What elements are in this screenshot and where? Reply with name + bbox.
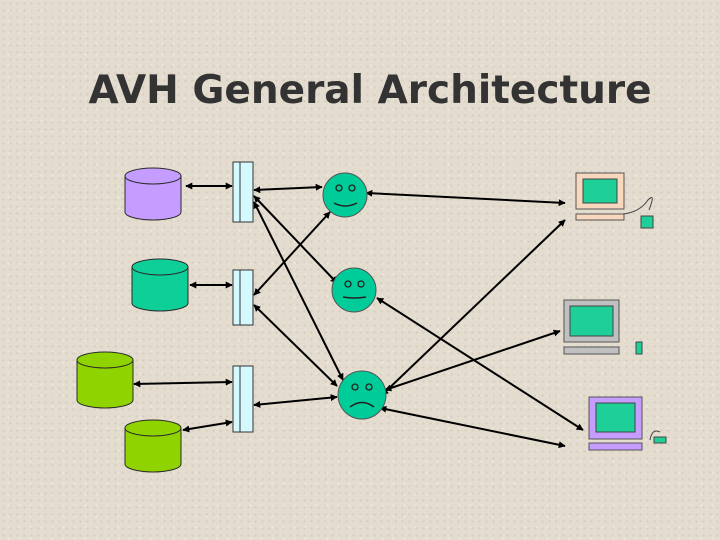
connector-gateway2-sad [253, 304, 338, 387]
neutral-face-icon [331, 267, 377, 313]
computer-icon [563, 299, 643, 355]
computer-icon [575, 172, 654, 229]
connector-happy-terminal1 [365, 189, 566, 207]
connector-db4-gateway3 [182, 419, 233, 433]
gateway-icon [232, 269, 254, 326]
connector-neutral-terminal3 [376, 297, 584, 431]
connector-gateway1-neutral [253, 195, 338, 284]
database-icon [124, 167, 182, 221]
connector-sad-terminal1 [381, 219, 566, 396]
slide-title: AVH General Architecture [88, 68, 652, 113]
connector-sad-terminal2 [384, 329, 561, 392]
connector-gateway3-sad [253, 394, 338, 408]
connectors [133, 182, 584, 449]
sad-face-icon [337, 370, 387, 420]
connector-gateway1-happy [253, 183, 323, 194]
connector-gateway2-happy [253, 211, 331, 296]
database-icon [124, 419, 182, 473]
database-icon [76, 351, 134, 409]
gateway-icon [232, 161, 254, 223]
happy-face-icon [322, 172, 368, 218]
database-icon [131, 258, 189, 312]
connector-sad-terminal3 [379, 405, 566, 449]
computer-icon [588, 396, 667, 451]
gateway-icon [232, 365, 254, 433]
connector-db3-gateway3 [133, 378, 233, 388]
connector-gateway1-sad [253, 201, 344, 381]
